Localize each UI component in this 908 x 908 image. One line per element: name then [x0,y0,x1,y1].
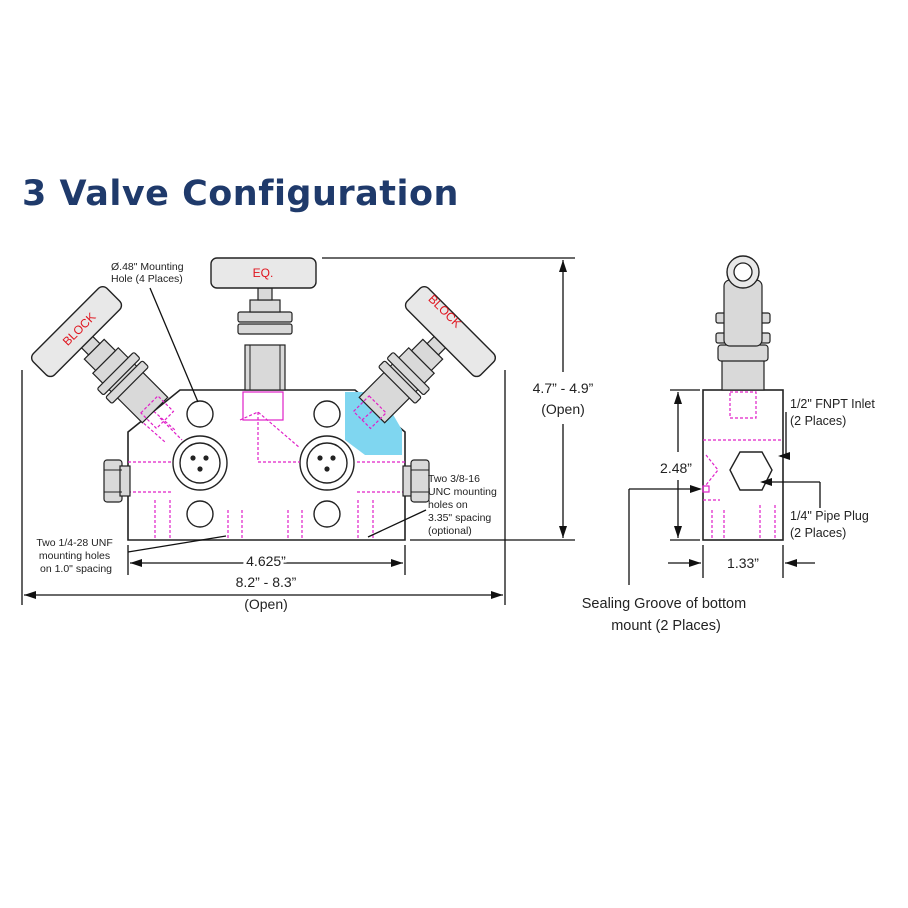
mounting-hole-label: Ø.48" Mounting Hole (4 Places) [111,261,187,285]
dim-open-height [322,257,575,541]
pipe-plug-leader [760,478,821,508]
valve-center [210,257,317,391]
dim-body-width-label: 4.625” [246,553,286,569]
mounting-hole-leader [149,287,199,403]
dim-open-width-sub: (Open) [244,596,288,612]
dim-body-width [127,545,406,575]
process-port-right [299,435,355,491]
process-port-left [172,435,228,491]
unc-holes-label: Two 3/8-16 UNC mounting holes on 3.35" s… [428,473,500,537]
pipe-plug-label: 1/4" Pipe Plug (2 Places) [790,509,872,540]
side-view: 2.48” 1.33” 1/2" FNPT Inlet (2 Places) 1… [582,255,878,634]
side-plug-right [402,459,430,503]
valve-right [352,285,497,430]
mounting-hole [313,500,341,528]
fnpt-inlet-label: 1/2" FNPT Inlet (2 Places) [790,397,878,428]
mounting-hole [186,400,214,428]
unf-holes-leader [127,535,227,553]
dim-open-width-label: 8.2” - 8.3” [236,574,297,590]
handle-label-center: EQ. [253,266,274,280]
dim-side-width [668,545,815,578]
sealing-groove-label: Sealing Groove of bottom mount (2 Places… [582,596,750,634]
dim-side-height [670,389,700,541]
front-view: BLOCK EQ. BLOCK Ø.48" Mounting Hole (4 P… [21,257,594,612]
valve-left [30,285,175,430]
unc-holes-leader [367,509,427,538]
pipe-plug-hex [729,451,773,491]
mounting-hole [186,500,214,528]
side-plug-left [103,459,131,503]
dim-open-width [21,370,506,605]
sealing-groove-leader [628,485,702,585]
dim-side-width-label: 1.33” [727,555,759,571]
dim-side-height-label: 2.48” [660,460,692,476]
dim-open-height-sub: (Open) [541,401,585,417]
dim-open-height-label: 4.7” - 4.9” [533,380,594,396]
unf-holes-label: Two 1/4-28 UNF mounting holes on 1.0" sp… [36,537,115,575]
mounting-hole [313,400,341,428]
fnpt-inlet-leader [778,412,790,460]
page-title: 3 Valve Configuration [22,174,459,214]
